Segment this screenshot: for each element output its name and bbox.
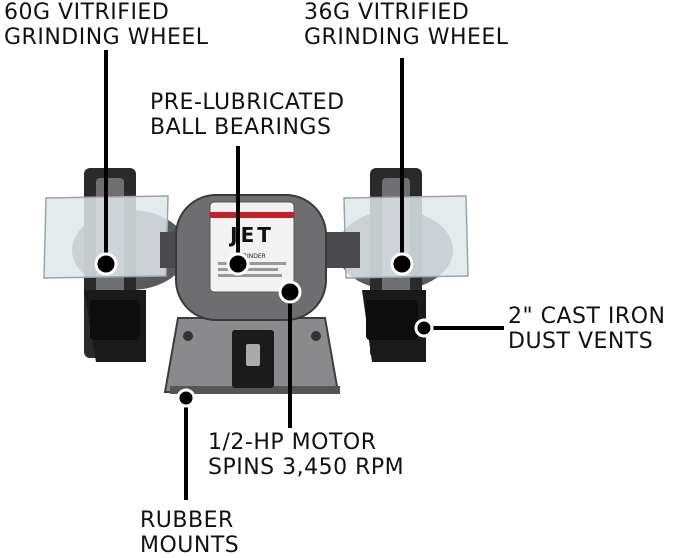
label-mounts-line2: MOUNTS xyxy=(140,533,240,558)
label-motor-line1: 1/2-HP MOTOR xyxy=(208,430,377,455)
label-60g-line2: GRINDING WHEEL xyxy=(4,25,209,50)
grinder-base xyxy=(163,317,340,394)
nameplate-text: GRINDER xyxy=(238,253,266,260)
callout-lines xyxy=(104,50,504,500)
label-vents-line1: 2" CAST IRON xyxy=(508,304,666,329)
right-wheel-housing xyxy=(337,168,469,362)
label-60g-line1: 60G VITRIFIED xyxy=(4,0,170,25)
label-mounts: RUBBER MOUNTS xyxy=(140,508,239,558)
callout-dots xyxy=(94,252,434,408)
callout-dot-motor xyxy=(278,280,302,304)
motor-housing: JET GRINDER xyxy=(175,194,327,321)
label-36g-line2: GRINDING WHEEL xyxy=(304,25,509,50)
callout-dot-mounts xyxy=(176,388,196,408)
label-bearings-line1: PRE-LUBRICATED xyxy=(150,90,345,115)
callout-dot-bearings xyxy=(226,252,250,276)
callout-dot-36g xyxy=(390,252,414,276)
brand-logo: JET xyxy=(228,223,274,247)
label-bearings: PRE-LUBRICATED BALL BEARINGS xyxy=(150,90,345,140)
label-vents-line2: DUST VENTS xyxy=(508,329,654,354)
label-36g-wheel: 36G VITRIFIED GRINDING WHEEL xyxy=(304,0,509,50)
label-bearings-line2: BALL BEARINGS xyxy=(150,115,332,140)
label-dust-vents: 2" CAST IRON DUST VENTS xyxy=(508,304,665,354)
callout-dot-vents xyxy=(414,318,434,338)
label-60g-wheel: 60G VITRIFIED GRINDING WHEEL xyxy=(4,0,209,50)
label-mounts-line1: RUBBER xyxy=(140,508,234,533)
label-36g-line1: 36G VITRIFIED xyxy=(304,0,470,25)
label-motor-line2: SPINS 3,450 RPM xyxy=(208,455,405,480)
label-motor: 1/2-HP MOTOR SPINS 3,450 RPM xyxy=(208,430,404,480)
callout-dot-60g xyxy=(94,252,118,276)
rubber-mount-strip xyxy=(170,386,340,394)
